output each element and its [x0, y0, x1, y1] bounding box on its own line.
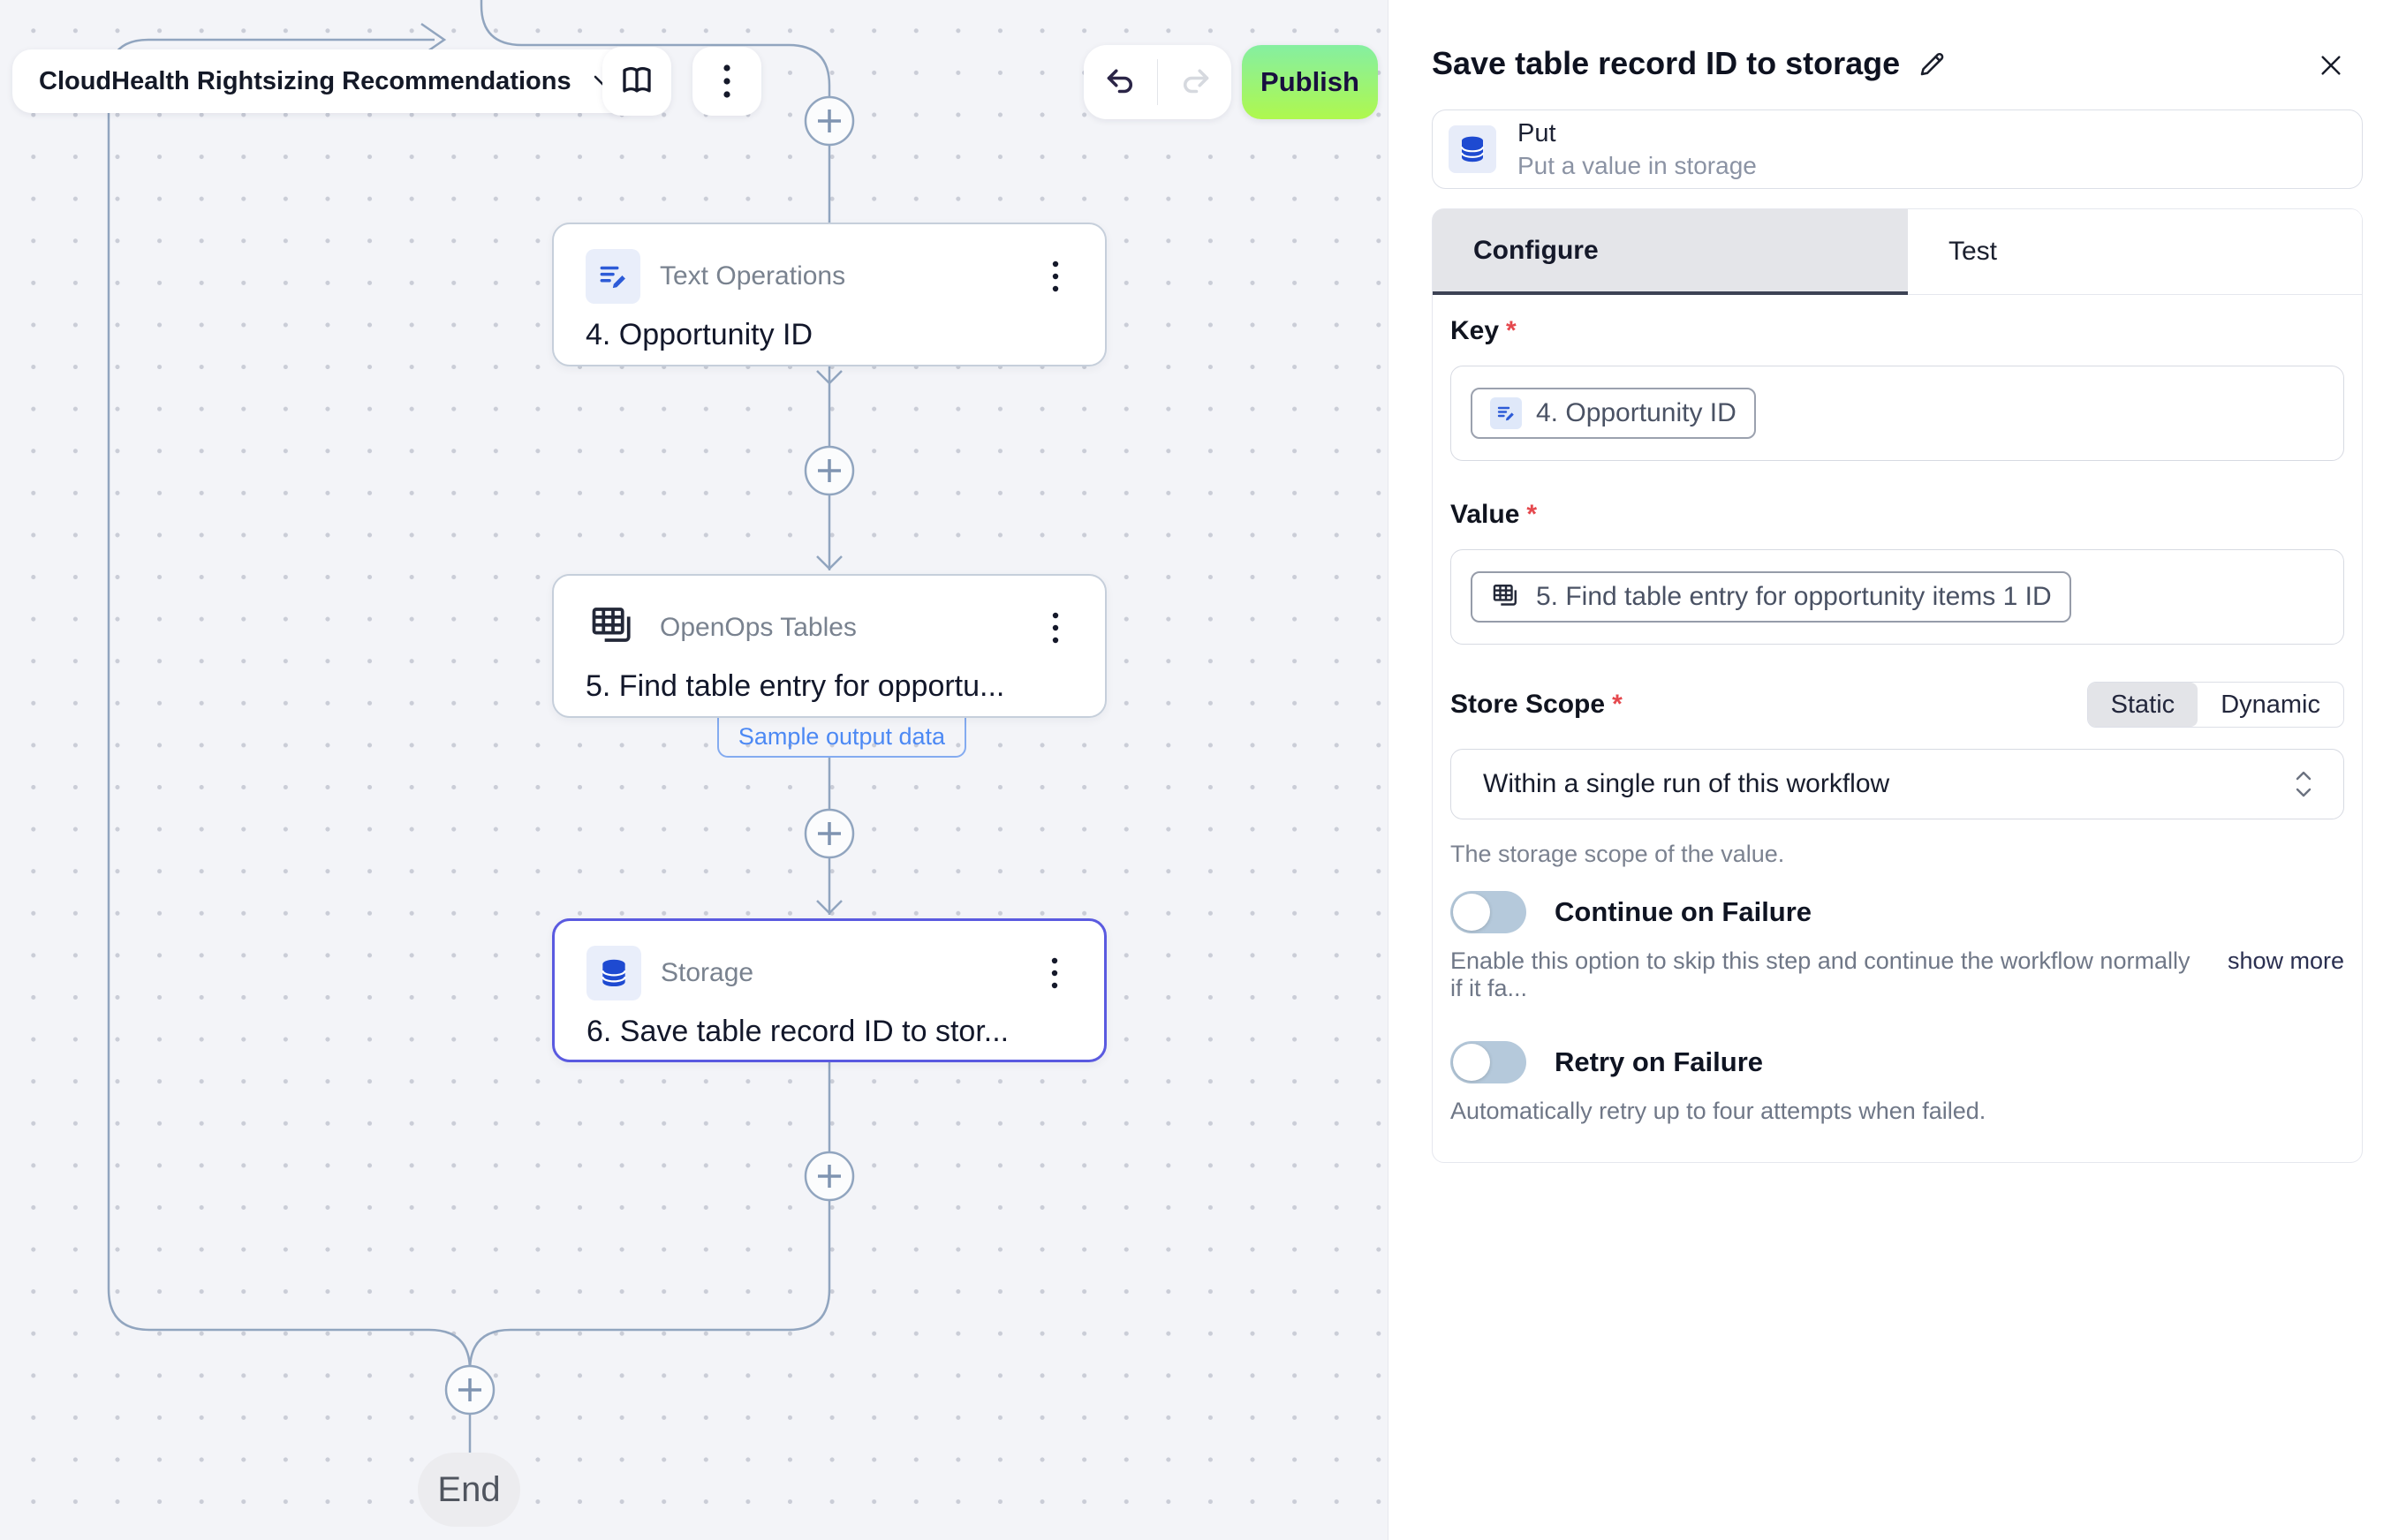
- key-input[interactable]: 4. Opportunity ID: [1450, 366, 2344, 461]
- store-scope-helper: The storage scope of the value.: [1450, 841, 1785, 867]
- required-star: *: [1612, 690, 1623, 719]
- continue-on-failure-toggle[interactable]: [1450, 891, 1526, 933]
- node-app-name: OpenOps Tables: [660, 613, 857, 642]
- node-menu-button[interactable]: [1038, 252, 1073, 301]
- value-value-chip[interactable]: 5. Find table entry for opportunity item…: [1471, 571, 2071, 623]
- required-star: *: [1526, 500, 1538, 529]
- text-operations-icon: [1490, 397, 1522, 429]
- add-step-button: [804, 1151, 855, 1202]
- add-step-button: [444, 1364, 496, 1415]
- docs-button[interactable]: [602, 47, 671, 116]
- chip-label: 5. Find table entry for opportunity item…: [1536, 582, 2052, 611]
- pencil-icon: [1920, 53, 1944, 76]
- panel-title: Save table record ID to storage: [1432, 45, 1901, 81]
- retry-on-failure-label: Retry on Failure: [1555, 1046, 1763, 1077]
- close-panel-button[interactable]: [2312, 46, 2350, 85]
- segment-dynamic[interactable]: Dynamic: [2221, 690, 2320, 719]
- publish-label: Publish: [1260, 66, 1359, 97]
- retry-on-failure-description: Automatically retry up to four attempts …: [1450, 1098, 1986, 1124]
- node-app-name: Storage: [661, 958, 754, 987]
- flow-node-storage[interactable]: Storage 6. Save table record ID to stor.…: [552, 918, 1107, 1062]
- store-scope-selected-value: Within a single run of this workflow: [1483, 769, 1890, 798]
- add-step-button: [804, 95, 855, 147]
- key-value-chip[interactable]: 4. Opportunity ID: [1471, 388, 1756, 439]
- edge-arrow-down-icon: [816, 900, 843, 915]
- tab-test[interactable]: Test: [1908, 209, 2362, 295]
- node-step-title: 6. Save table record ID to stor...: [586, 1015, 1010, 1048]
- workflow-canvas[interactable]: Text Operations 4. Opportunity ID OpenOp…: [0, 0, 1388, 1540]
- publish-button[interactable]: Publish: [1242, 45, 1378, 119]
- kebab-menu-icon: [1051, 957, 1058, 989]
- toggle-knob: [1453, 894, 1490, 931]
- kebab-menu-icon: [1052, 612, 1059, 644]
- tables-icon: [586, 600, 640, 655]
- show-more-link[interactable]: show more: [2227, 947, 2344, 974]
- value-field-label: Value*: [1450, 500, 1538, 529]
- toggle-knob: [1453, 1044, 1490, 1081]
- action-description: Put a value in storage: [1517, 151, 1757, 179]
- edge-arrow-down-icon: [816, 555, 843, 570]
- required-star: *: [1506, 316, 1517, 345]
- configure-card: Configure Test Key* 4. Opportunity ID Va…: [1432, 208, 2363, 1163]
- storage-icon: [586, 946, 641, 1000]
- divider: [1157, 59, 1158, 105]
- action-name: Put: [1517, 118, 1556, 147]
- kebab-menu-icon: [1052, 260, 1059, 292]
- add-step-button: [804, 808, 855, 859]
- continue-on-failure-label: Continue on Failure: [1555, 896, 1812, 927]
- canvas-menu-button[interactable]: [692, 47, 761, 116]
- store-scope-label: Store Scope*: [1450, 690, 1623, 719]
- undo-redo-group: [1084, 45, 1231, 119]
- workflow-name: CloudHealth Rightsizing Recommendations: [39, 66, 571, 95]
- tables-icon: [1490, 581, 1522, 613]
- chip-label: 4. Opportunity ID: [1536, 398, 1737, 427]
- value-input[interactable]: 5. Find table entry for opportunity item…: [1450, 549, 2344, 645]
- step-settings-panel: Save table record ID to storage Put Put …: [1388, 0, 2391, 1540]
- flow-node-text-operations[interactable]: Text Operations 4. Opportunity ID: [552, 223, 1107, 366]
- workflow-selector[interactable]: CloudHealth Rightsizing Recommendations: [12, 49, 639, 113]
- continue-on-failure-description: Enable this option to skip this step and…: [1450, 947, 2190, 1001]
- redo-button[interactable]: [1158, 45, 1231, 119]
- kebab-menu-icon: [723, 64, 730, 98]
- node-step-title: 5. Find table entry for opportu...: [586, 669, 1005, 703]
- key-field-label: Key*: [1450, 316, 1517, 345]
- flow-node-openops-tables[interactable]: OpenOps Tables 5. Find table entry for o…: [552, 574, 1107, 718]
- redo-icon: [1183, 69, 1208, 94]
- edge-arrow-down-icon: [816, 370, 843, 385]
- rename-step-button[interactable]: [1918, 49, 1948, 79]
- static-dynamic-toggle: Static Dynamic: [2086, 682, 2344, 728]
- segment-static[interactable]: Static: [2087, 683, 2198, 727]
- undo-button[interactable]: [1084, 45, 1157, 119]
- book-icon: [623, 66, 651, 93]
- undo-icon: [1107, 69, 1132, 94]
- node-step-title: 4. Opportunity ID: [586, 318, 813, 351]
- add-step-button: [804, 445, 855, 496]
- workflow-edges: [107, 0, 855, 1453]
- node-menu-button[interactable]: [1038, 603, 1073, 653]
- node-menu-button[interactable]: [1037, 948, 1072, 998]
- close-icon: [2321, 56, 2341, 75]
- text-operations-icon: [586, 249, 640, 304]
- store-scope-select[interactable]: Within a single run of this workflow: [1450, 749, 2344, 819]
- sample-output-data-button[interactable]: Sample output data: [717, 717, 966, 758]
- tab-configure[interactable]: Configure: [1433, 209, 1908, 295]
- node-app-name: Text Operations: [660, 261, 846, 291]
- put-storage-icon: [1449, 125, 1496, 173]
- action-summary-card[interactable]: Put Put a value in storage: [1432, 109, 2363, 189]
- select-chevrons-icon: [2296, 771, 2312, 797]
- panel-tabs: Configure Test: [1433, 209, 2362, 295]
- retry-on-failure-toggle[interactable]: [1450, 1041, 1526, 1083]
- add-step-buttons: [444, 95, 855, 1415]
- end-node: End: [418, 1453, 520, 1527]
